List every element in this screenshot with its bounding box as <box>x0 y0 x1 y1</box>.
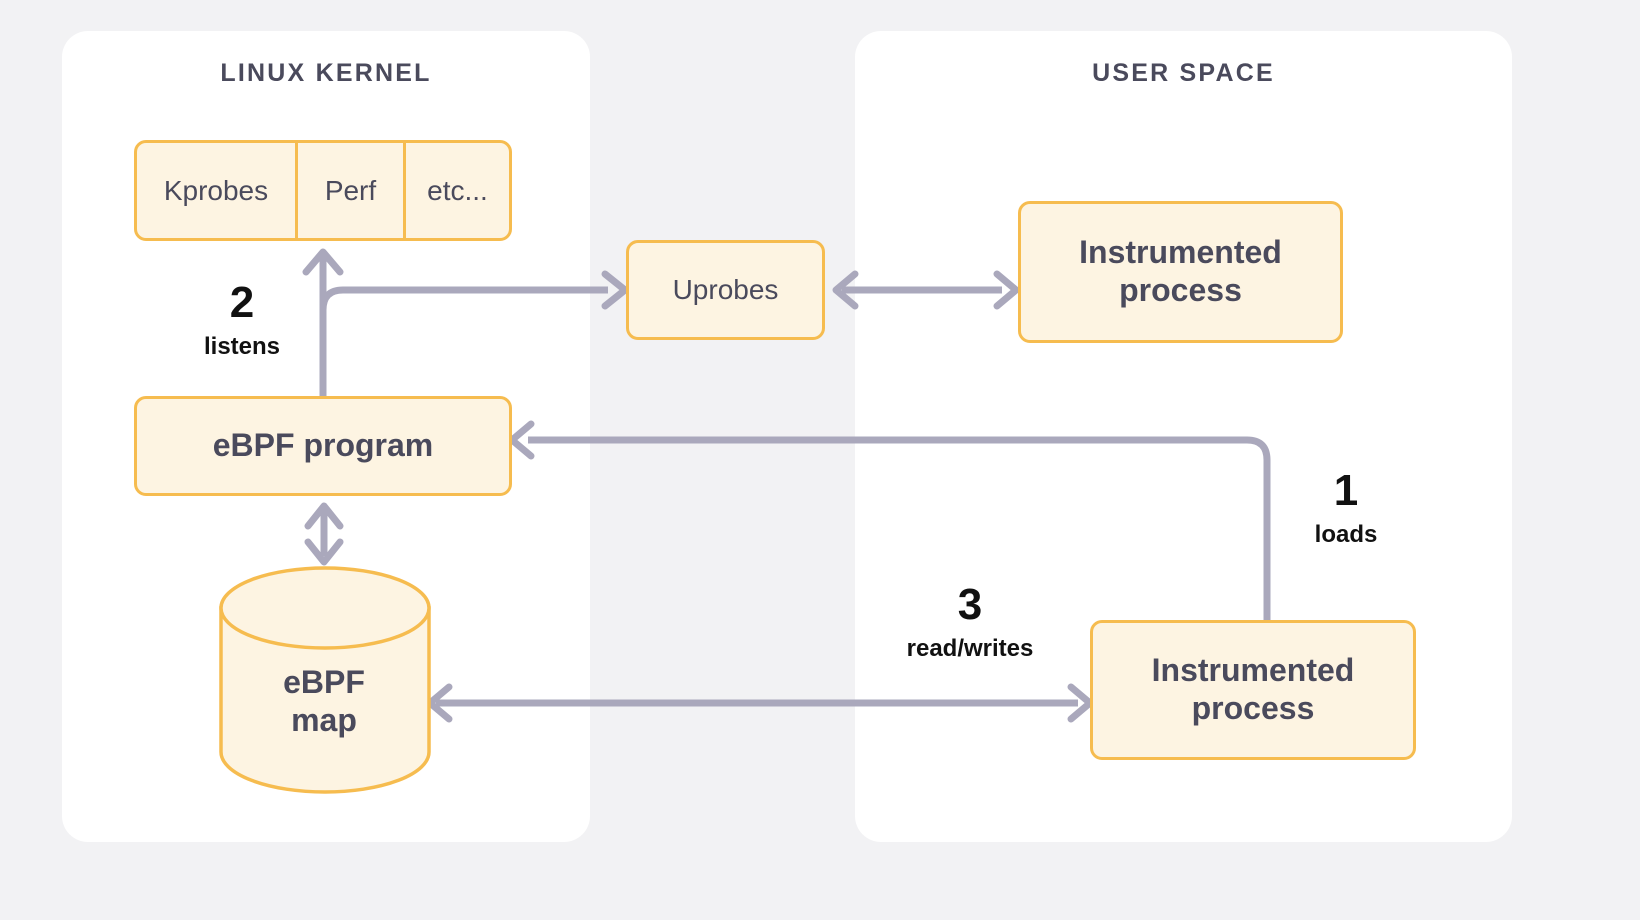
label-wrapper: eBPF map <box>283 663 365 740</box>
step-number-1: 1 <box>1333 466 1359 515</box>
step-label-read-writes: read/writes <box>906 635 1034 662</box>
arrowhead-uprobes-right <box>832 270 859 310</box>
label-line-2: map <box>291 702 357 738</box>
node-uprobes-label: Uprobes <box>672 274 779 306</box>
node-uprobes[interactable]: Uprobes <box>626 240 825 340</box>
node-instrumented-process-top[interactable]: Instrumented process <box>1018 201 1343 343</box>
label-line-2: process <box>1119 272 1242 308</box>
node-ebpf-program-label: eBPF program <box>212 427 434 464</box>
step-marker-2: 2 listens <box>176 281 308 361</box>
arrowhead-uprobes-left <box>601 270 629 310</box>
label-line-1: Instrumented <box>1151 652 1355 689</box>
probes-group: Kprobes Perf etc... <box>134 140 512 241</box>
label-line-1: Instrumented <box>1079 234 1282 271</box>
node-ebpf-map-label: eBPF map <box>219 607 429 795</box>
step-label-listens: listens <box>203 333 281 360</box>
node-ebpf-map[interactable]: eBPF map <box>219 565 429 795</box>
node-instrumented-process-top-label: Instrumented process <box>1079 234 1282 310</box>
step-label-loads: loads <box>1314 521 1378 548</box>
node-instrumented-process-bottom[interactable]: Instrumented process <box>1090 620 1416 760</box>
probe-cell-kprobes[interactable]: Kprobes <box>163 174 269 206</box>
label-line-2: process <box>1191 690 1315 726</box>
probe-cell-etc[interactable]: etc... <box>403 143 509 238</box>
probe-cell-perf[interactable]: Perf <box>295 143 403 238</box>
node-ebpf-program[interactable]: eBPF program <box>134 396 512 496</box>
step-marker-1: 1 loads <box>1288 469 1404 549</box>
panel-title-user-space: USER SPACE <box>1092 59 1275 87</box>
step-number-3: 3 <box>957 580 983 629</box>
panel-title-linux-kernel: LINUX KERNEL <box>220 59 432 87</box>
label-line-1: eBPF <box>283 663 365 700</box>
step-marker-3: 3 read/writes <box>878 583 1062 663</box>
step-number-2: 2 <box>229 278 255 327</box>
node-instrumented-process-bottom-label: Instrumented process <box>1152 652 1355 728</box>
